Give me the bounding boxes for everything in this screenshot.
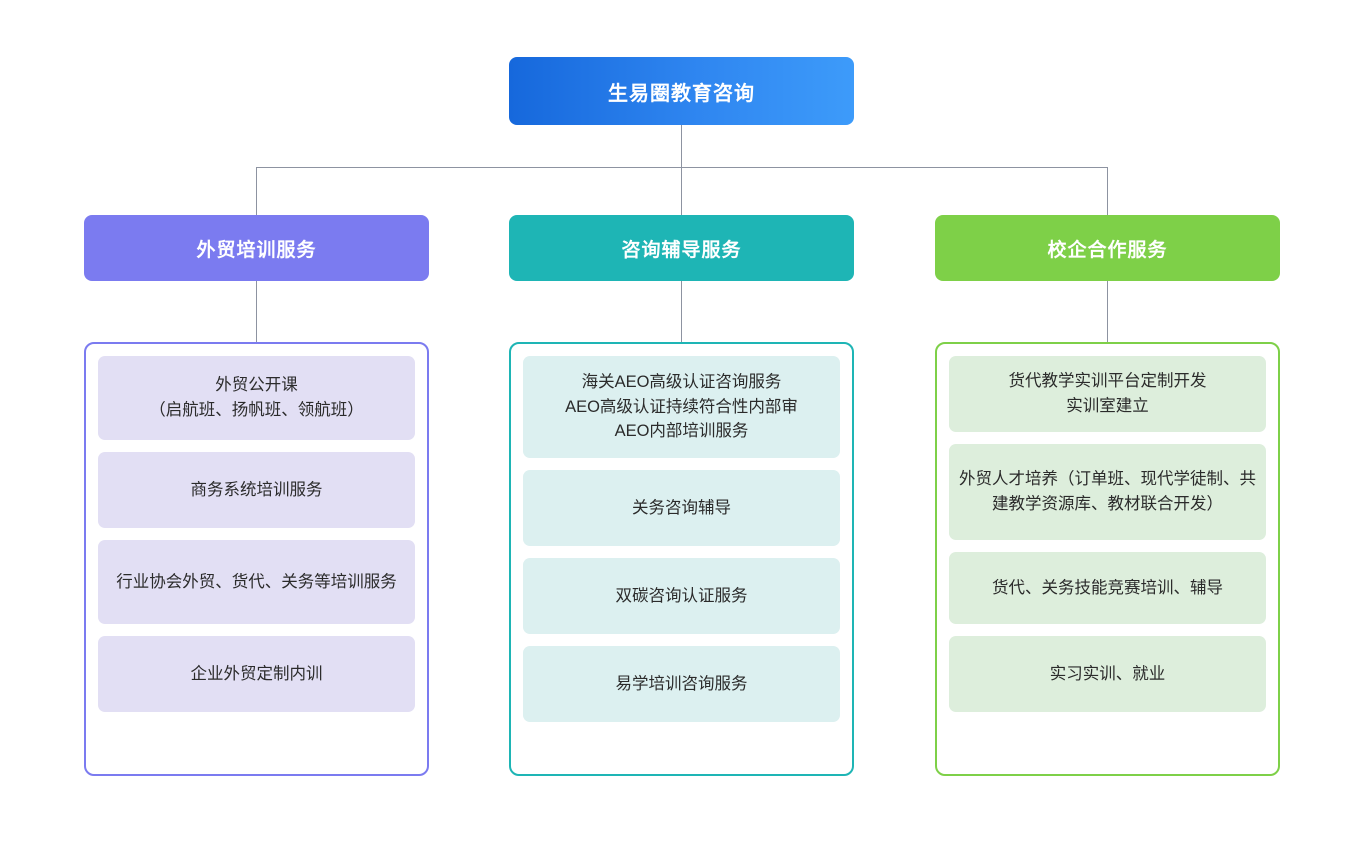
branch-column-2: 咨询辅导服务 海关AEO高级认证咨询服务 AEO高级认证持续符合性内部审 AEO…	[509, 215, 854, 776]
leaf-item[interactable]: 关务咨询辅导	[523, 470, 840, 546]
leaf-item[interactable]: 外贸人才培养（订单班、现代学徒制、共建教学资源库、教材联合开发）	[949, 444, 1266, 540]
leaf-item[interactable]: 双碳咨询认证服务	[523, 558, 840, 634]
leaf-item-label: 外贸公开课 （启航班、扬帆班、领航班）	[149, 376, 364, 419]
connector-drop-branch-3	[1107, 167, 1108, 215]
leaf-item[interactable]: 货代、关务技能竞赛培训、辅导	[949, 552, 1266, 624]
leaf-item[interactable]: 行业协会外贸、货代、关务等培训服务	[98, 540, 415, 624]
branch-header-2[interactable]: 咨询辅导服务	[509, 215, 854, 281]
branch-panel-1: 外贸公开课 （启航班、扬帆班、领航班） 商务系统培训服务 行业协会外贸、货代、关…	[84, 342, 429, 776]
leaf-item[interactable]: 商务系统培训服务	[98, 452, 415, 528]
root-node-label: 生易圈教育咨询	[608, 82, 755, 105]
connector-drop-branch-1	[256, 167, 257, 215]
branch-header-1[interactable]: 外贸培训服务	[84, 215, 429, 281]
branch-header-2-label: 咨询辅导服务	[621, 239, 742, 261]
leaf-item-label: 关务咨询辅导	[632, 498, 731, 517]
root-node[interactable]: 生易圈教育咨询	[509, 57, 854, 125]
connector-branch-2-to-panel	[681, 281, 682, 342]
leaf-item-label: 货代教学实训平台定制开发 实训室建立	[1008, 372, 1207, 415]
leaf-item-label: 实习实训、就业	[1049, 664, 1166, 683]
leaf-item[interactable]: 易学培训咨询服务	[523, 646, 840, 722]
branch-panel-3: 货代教学实训平台定制开发 实训室建立 外贸人才培养（订单班、现代学徒制、共建教学…	[935, 342, 1280, 776]
connector-drop-branch-2	[681, 167, 682, 215]
leaf-item-label: 行业协会外贸、货代、关务等培训服务	[116, 572, 397, 591]
leaf-item-label: 外贸人才培养（订单班、现代学徒制、共建教学资源库、教材联合开发）	[959, 470, 1256, 513]
connector-branch-3-to-panel	[1107, 281, 1108, 342]
leaf-item[interactable]: 外贸公开课 （启航班、扬帆班、领航班）	[98, 356, 415, 440]
branch-panel-2: 海关AEO高级认证咨询服务 AEO高级认证持续符合性内部审 AEO内部培训服务 …	[509, 342, 854, 776]
leaf-item-label: 商务系统培训服务	[190, 480, 323, 499]
leaf-item[interactable]: 实习实训、就业	[949, 636, 1266, 712]
connector-root-stem	[681, 125, 682, 167]
branch-column-1: 外贸培训服务 外贸公开课 （启航班、扬帆班、领航班） 商务系统培训服务 行业协会…	[84, 215, 429, 776]
leaf-item-label: 易学培训咨询服务	[615, 674, 748, 693]
leaf-item-label: 海关AEO高级认证咨询服务 AEO高级认证持续符合性内部审 AEO内部培训服务	[565, 372, 798, 441]
connector-branch-1-to-panel	[256, 281, 257, 342]
leaf-item-label: 货代、关务技能竞赛培训、辅导	[992, 578, 1223, 597]
leaf-item-label: 双碳咨询认证服务	[615, 586, 748, 605]
leaf-item-label: 企业外贸定制内训	[190, 664, 323, 683]
leaf-item[interactable]: 企业外贸定制内训	[98, 636, 415, 712]
branch-header-1-label: 外贸培训服务	[196, 239, 317, 261]
leaf-item[interactable]: 海关AEO高级认证咨询服务 AEO高级认证持续符合性内部审 AEO内部培训服务	[523, 356, 840, 458]
branch-header-3-label: 校企合作服务	[1047, 239, 1168, 261]
leaf-item[interactable]: 货代教学实训平台定制开发 实训室建立	[949, 356, 1266, 432]
branch-header-3[interactable]: 校企合作服务	[935, 215, 1280, 281]
branch-column-3: 校企合作服务 货代教学实训平台定制开发 实训室建立 外贸人才培养（订单班、现代学…	[935, 215, 1280, 776]
